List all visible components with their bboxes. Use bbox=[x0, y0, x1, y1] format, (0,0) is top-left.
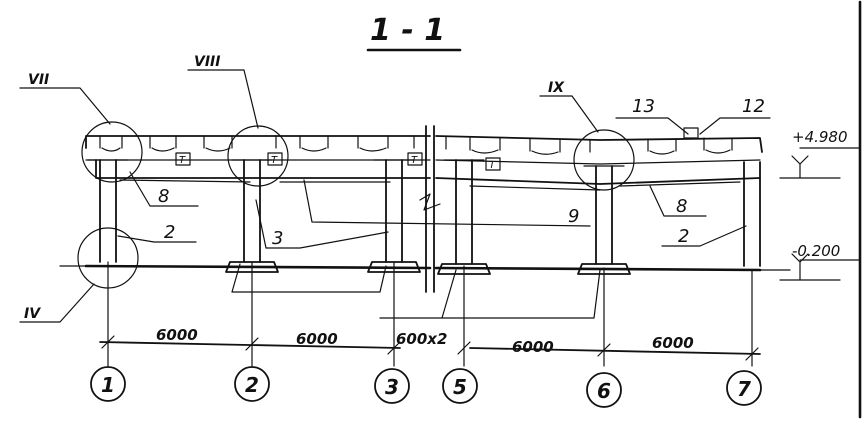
columns bbox=[87, 159, 761, 267]
position-13: 13 bbox=[632, 96, 655, 117]
slab-mark-3 bbox=[407, 152, 423, 166]
slab-mark-4 bbox=[485, 157, 501, 171]
foundation-6 bbox=[577, 263, 631, 275]
floor-line bbox=[84, 264, 762, 272]
callout-viii: VIII bbox=[194, 54, 220, 70]
column-1 bbox=[99, 159, 117, 263]
column-7 bbox=[743, 161, 761, 267]
axis-label-7: 7 bbox=[737, 377, 751, 401]
axis-bubble-1 bbox=[90, 366, 126, 402]
elevation-top-label: +4.980 bbox=[792, 128, 848, 146]
elevation-top: +4.980 bbox=[779, 128, 861, 179]
callout-ix: IX bbox=[548, 80, 565, 96]
callout-vii: VII bbox=[28, 72, 49, 88]
column-3 bbox=[385, 159, 403, 263]
slab-mark-2-label: T bbox=[271, 155, 278, 166]
position-2-right: 2 bbox=[678, 226, 689, 247]
axis-label-3: 3 bbox=[385, 375, 399, 399]
crossbars bbox=[95, 159, 761, 191]
axis-label-5: 5 bbox=[453, 375, 467, 399]
position-12: 12 bbox=[742, 96, 765, 117]
column-5 bbox=[455, 159, 473, 265]
slab-mark-4-label: T bbox=[489, 160, 496, 171]
axis-bubble-7 bbox=[726, 370, 762, 406]
span-2-3: 6000 bbox=[296, 330, 338, 348]
axis-label-6: 6 bbox=[597, 379, 611, 403]
detail-circle-vii bbox=[81, 121, 143, 183]
slab-mark-2 bbox=[267, 152, 283, 166]
axis-bubble-2 bbox=[234, 366, 270, 402]
axis-bubbles: 1 2 3 5 6 7 bbox=[90, 366, 762, 408]
position-8-left: 8 bbox=[158, 186, 169, 207]
detail-circle-viii bbox=[227, 125, 289, 187]
foundation-5 bbox=[437, 263, 491, 275]
slab-marks: T T T T bbox=[175, 152, 501, 171]
position-8-right: 8 bbox=[676, 196, 687, 217]
span-5-6: 6000 bbox=[512, 338, 554, 356]
span-6-7: 6000 bbox=[652, 334, 694, 352]
detail-circle-ix bbox=[573, 129, 635, 191]
position-3: 3 bbox=[272, 228, 283, 249]
column-2 bbox=[243, 159, 261, 263]
axis-bubble-6 bbox=[586, 372, 622, 408]
roof-slabs bbox=[85, 135, 763, 165]
column-6 bbox=[595, 165, 613, 265]
axis-label-1: 1 bbox=[101, 373, 115, 397]
callout-iv: IV bbox=[24, 306, 41, 322]
foundation-2 bbox=[225, 261, 279, 273]
slab-mark-1-label: T bbox=[179, 155, 186, 166]
roof-unit bbox=[683, 127, 699, 139]
axis-bubble-3 bbox=[374, 368, 410, 404]
dimension-line bbox=[99, 341, 761, 355]
slab-mark-3-label: T bbox=[411, 155, 418, 166]
slab-mark-1 bbox=[175, 152, 191, 166]
span-1-2: 6000 bbox=[156, 326, 198, 344]
elevation-bottom-label: -0.200 bbox=[792, 242, 840, 260]
axis-bubble-5 bbox=[442, 368, 478, 404]
position-9: 9 bbox=[568, 206, 579, 227]
span-3-5: 600x2 bbox=[396, 330, 447, 348]
position-2-left: 2 bbox=[164, 222, 175, 243]
elevation-bottom: -0.200 bbox=[779, 242, 861, 281]
section-title: 1 - 1 bbox=[370, 13, 445, 48]
axis-label-2: 2 bbox=[245, 373, 259, 397]
